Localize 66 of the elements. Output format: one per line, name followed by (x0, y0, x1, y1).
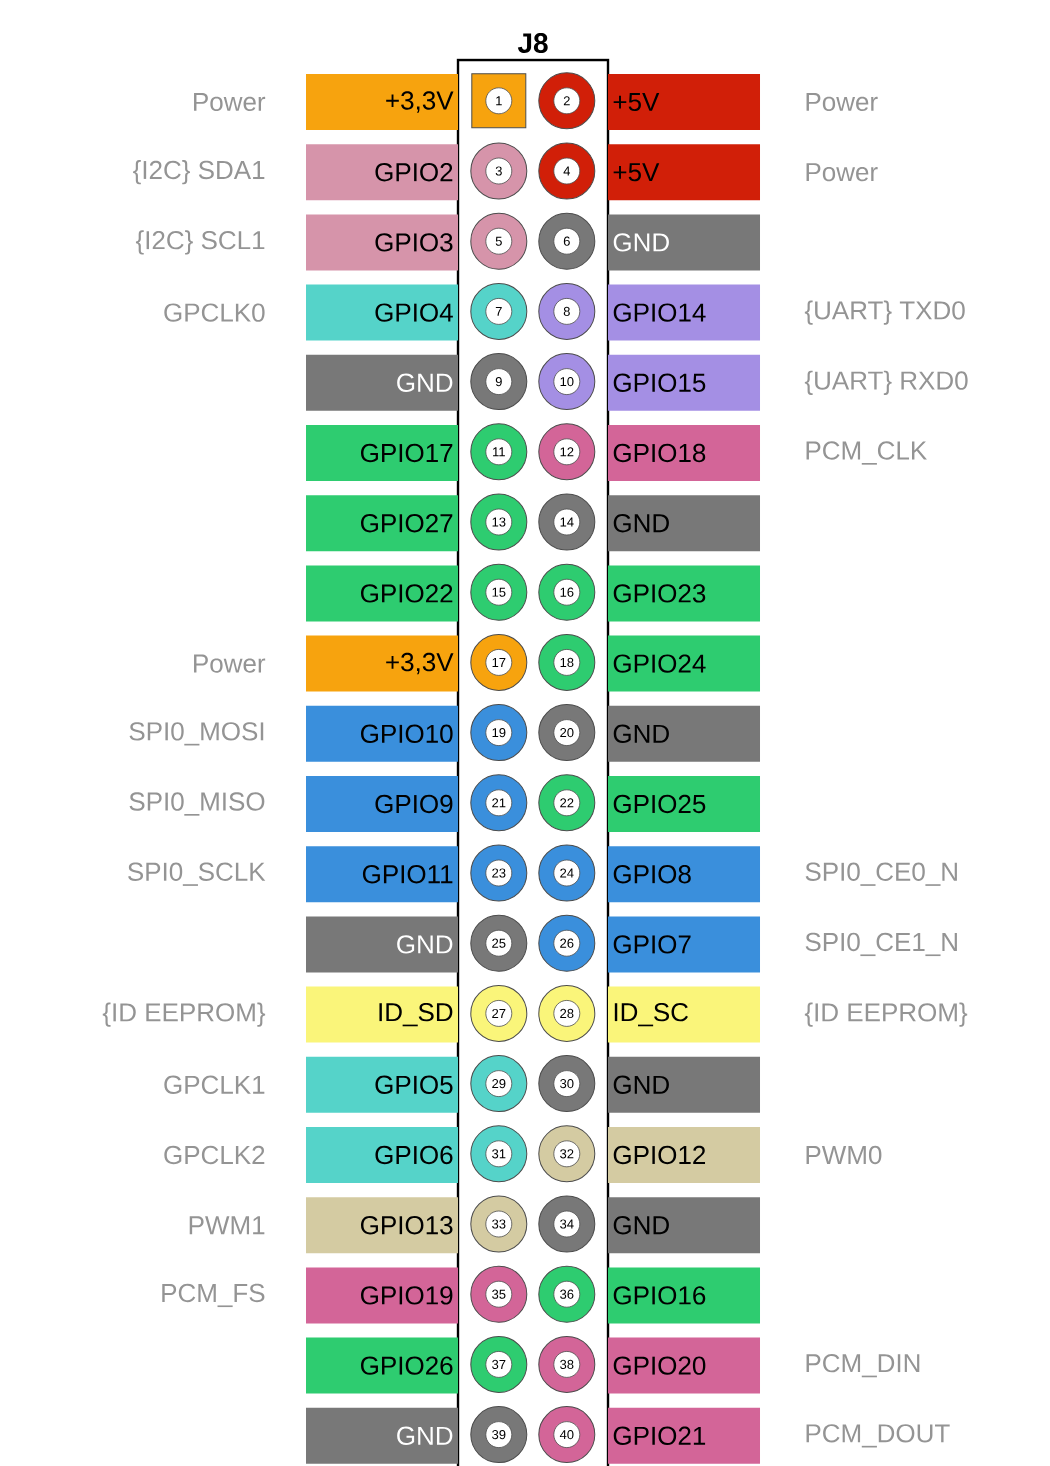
pin-label: GPIO8 (608, 846, 760, 903)
pin-function: GPCLK2 (164, 1145, 265, 1165)
pin-label: GPIO25 (608, 776, 760, 832)
pin-function: PWM1 (189, 1216, 265, 1235)
pin-label: GPIO12 (608, 1127, 760, 1183)
pin-function: GPCLK0 (164, 303, 265, 322)
pin-label: GPIO5 (306, 1056, 458, 1113)
pin-function: SPI0_MOSI (129, 722, 264, 746)
pin-function: GPCLK1 (164, 1075, 265, 1094)
pin-label: GPIO16 (608, 1267, 760, 1324)
pin-function: PCM_FS (162, 1283, 265, 1308)
pin-label: +5V (608, 74, 760, 130)
pin-label: GND (608, 214, 760, 271)
pin-label: GND (306, 916, 458, 973)
pin-function: Power (194, 654, 266, 673)
pin-function: SPI0_SCLK (128, 862, 266, 886)
pin-label: GPIO6 (306, 1127, 458, 1183)
pin-label: GPIO23 (608, 565, 760, 622)
pin-function: SPI0_CE1_N (805, 932, 957, 957)
pin-label: GPIO7 (608, 916, 760, 973)
pin-header (456, 58, 610, 1466)
pin-label: GPIO19 (306, 1267, 458, 1324)
pin-function: {I2C} SDA1 (133, 160, 265, 185)
pin-function: {ID EEPROM} (102, 1002, 266, 1027)
pin-label: GND (306, 354, 458, 411)
pin-label: GND (608, 705, 760, 762)
pin-label: GPIO13 (306, 1197, 458, 1254)
pin-label: GND (608, 1056, 760, 1113)
pin-function: PCM_CLK (806, 441, 927, 465)
pin-function: SPI0_MISO (129, 792, 265, 816)
pin-label: GPIO20 (608, 1337, 760, 1394)
pin-function: Power (194, 92, 266, 112)
pin-label: GPIO26 (306, 1337, 458, 1394)
pin-function: PCM_DOUT (806, 1424, 950, 1448)
pin-label: GPIO3 (306, 214, 458, 271)
pin-label: GPIO2 (306, 144, 458, 201)
pin-function: {I2C} SCL1 (135, 230, 265, 255)
pin-label: +5V (608, 144, 760, 201)
pin-label: GND (306, 1407, 458, 1464)
pin-label: ID_SD (306, 986, 458, 1043)
pin-label: GPIO9 (306, 776, 458, 832)
pin-label: GPIO11 (306, 846, 458, 903)
pin-function: PWM0 (806, 1145, 882, 1165)
pin-function: PCM_DIN (806, 1353, 920, 1378)
header-title: J8 (517, 33, 548, 53)
pin-label: +3,3V (306, 635, 458, 692)
pin-function: {UART} RXD0 (804, 370, 968, 395)
pin-label: GPIO4 (306, 284, 458, 341)
pin-label: GPIO27 (306, 495, 458, 552)
pin-label: ID_SC (608, 986, 760, 1043)
pin-label: GPIO14 (608, 284, 760, 341)
pin-label: GPIO15 (608, 354, 760, 411)
pin-function: Power (806, 92, 878, 112)
pin-label: GPIO18 (608, 425, 760, 481)
pin-function: {UART} TXD0 (804, 300, 965, 325)
pin-label: GND (608, 495, 760, 552)
pin-label: GPIO24 (608, 635, 760, 692)
pin-label: GPIO10 (306, 705, 458, 762)
pin-label: GPIO17 (306, 425, 458, 481)
pin-function: {ID EEPROM} (804, 1002, 968, 1027)
pin-function: SPI0_CE0_N (805, 862, 957, 886)
pin-label: +3,3V (306, 74, 458, 130)
pin-function: Power (806, 163, 878, 182)
pin-label: GND (608, 1197, 760, 1254)
pin-label: GPIO21 (608, 1407, 760, 1464)
pin-label: GPIO22 (306, 565, 458, 622)
